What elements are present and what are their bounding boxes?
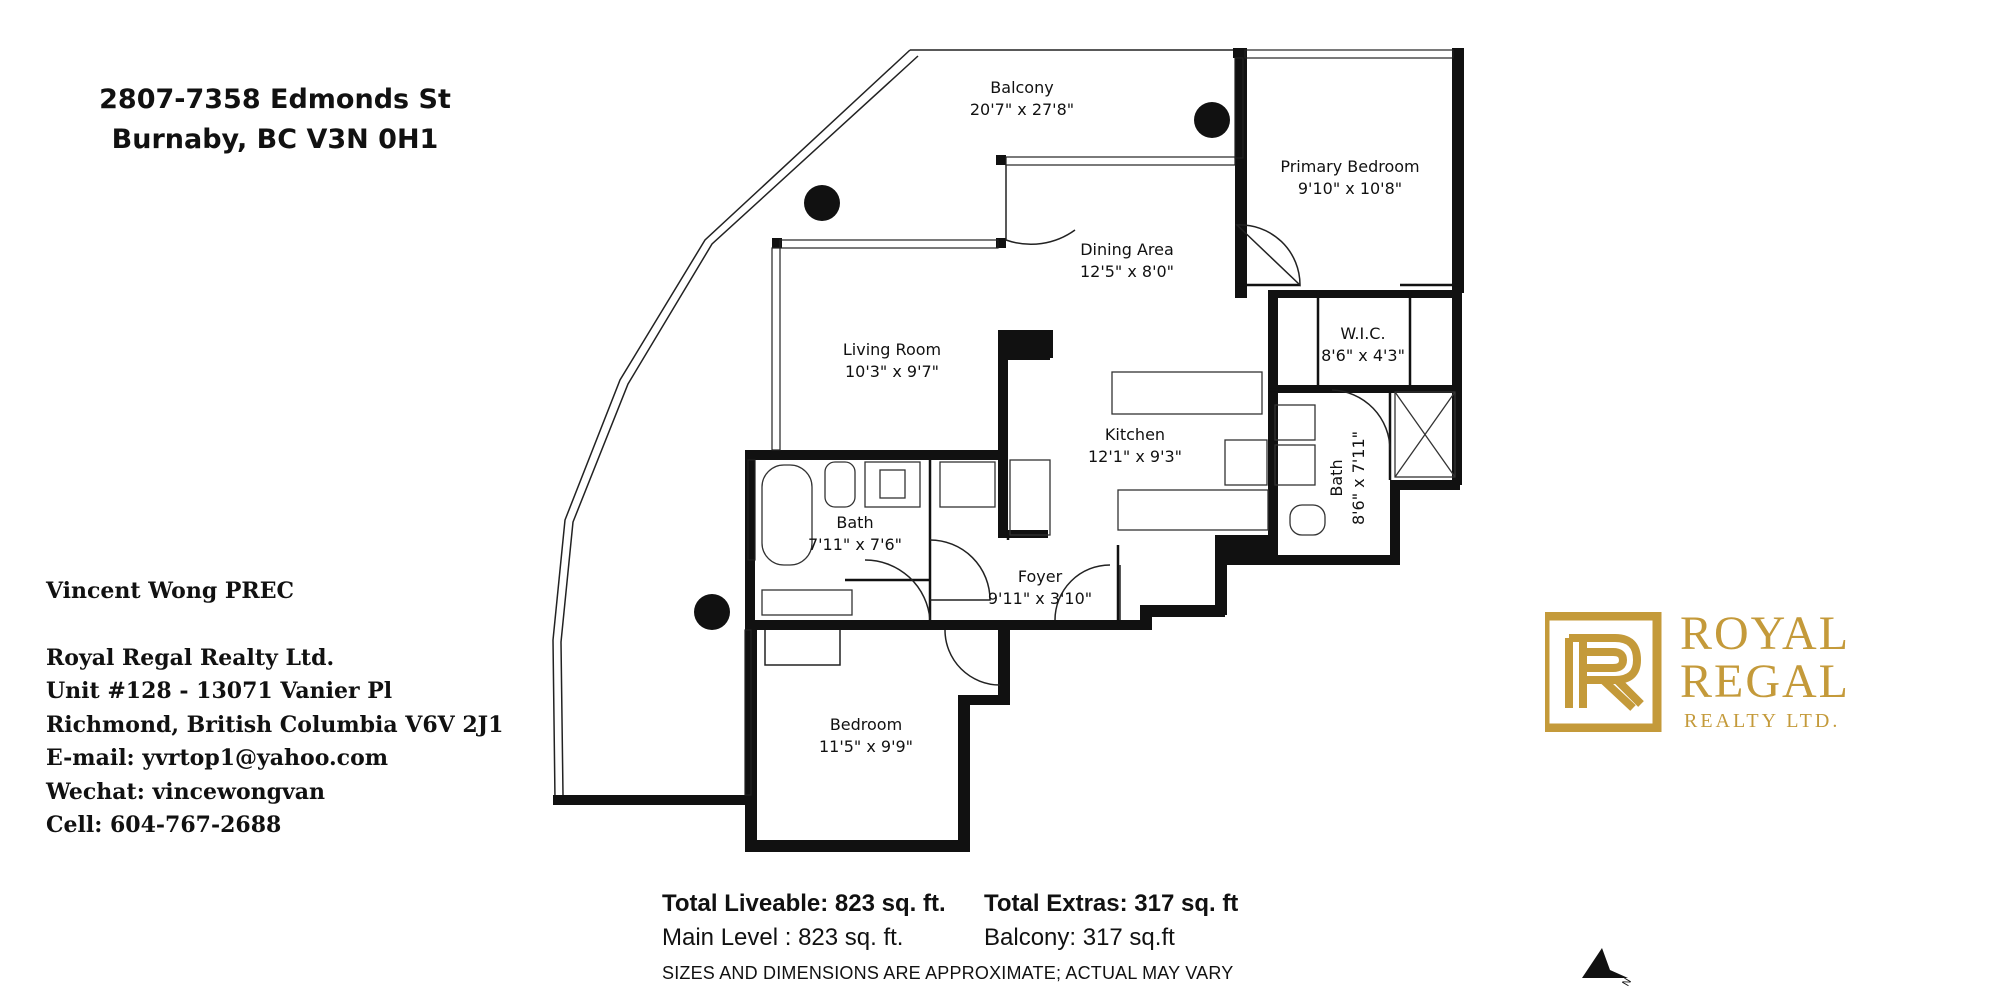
size-bath-2: 8'6" x 7'11" xyxy=(1349,431,1368,525)
address-line-2: Burnaby, BC V3N 0H1 xyxy=(111,124,439,155)
royal-regal-logo-icon xyxy=(1545,612,1662,732)
agent-name: Vincent Wong PREC xyxy=(46,578,294,604)
size-living: 10'3" x 9'7" xyxy=(845,362,939,381)
size-primary-bedroom: 9'10" x 10'8" xyxy=(1298,179,1402,198)
agent-city: Richmond, British Columbia V6V 2J1 xyxy=(46,711,504,738)
label-dining: Dining Area xyxy=(1080,240,1174,259)
logo-line-1: ROYAL xyxy=(1680,607,1851,660)
north-label: N xyxy=(1621,977,1634,989)
label-kitchen: Kitchen xyxy=(1105,425,1165,444)
balcony-posts xyxy=(694,102,1230,630)
label-wic: W.I.C. xyxy=(1340,324,1385,343)
label-foyer: Foyer xyxy=(1018,567,1063,586)
balcony-outline xyxy=(552,49,1240,801)
logo-line-2: REGAL xyxy=(1680,655,1850,708)
size-kitchen: 12'1" x 9'3" xyxy=(1088,447,1182,466)
agent-email: E-mail: yvrtop1@yahoo.com xyxy=(46,745,389,771)
agent-cell: Cell: 604-767-2688 xyxy=(46,812,282,838)
windows xyxy=(744,49,1454,796)
size-foyer: 9'11" x 3'10" xyxy=(988,589,1092,608)
balcony-area: Balcony: 317 sq.ft xyxy=(984,924,1175,951)
size-dining: 12'5" x 8'0" xyxy=(1080,262,1174,281)
size-balcony: 20'7" x 27'8" xyxy=(970,100,1074,119)
total-liveable: Total Liveable: 823 sq. ft. xyxy=(662,890,946,917)
disclaimer: SIZES AND DIMENSIONS ARE APPROXIMATE; AC… xyxy=(662,963,1234,983)
label-bath-2: Bath xyxy=(1327,459,1346,496)
label-primary-bedroom: Primary Bedroom xyxy=(1280,157,1419,176)
label-living: Living Room xyxy=(843,340,941,359)
property-address: 2807-7358 Edmonds St Burnaby, BC V3N 0H1 xyxy=(70,80,480,160)
size-wic: 8'6" x 4'3" xyxy=(1321,346,1405,365)
agent-company: Royal Regal Realty Ltd. xyxy=(46,644,335,671)
agent-wechat: Wechat: vincewongvan xyxy=(46,778,326,805)
agent-info: Vincent Wong PREC Royal Regal Realty Ltd… xyxy=(46,575,503,843)
label-bath-1: Bath xyxy=(836,513,873,532)
north-arrow-icon: N xyxy=(1582,948,1634,989)
label-bedroom: Bedroom xyxy=(830,715,902,734)
total-extras: Total Extras: 317 sq. ft xyxy=(984,890,1239,917)
fixtures xyxy=(761,371,1456,616)
size-bath-1: 7'11" x 7'6" xyxy=(808,535,902,554)
logo-line-3: REALTY LTD. xyxy=(1684,710,1841,732)
address-line-1: 2807-7358 Edmonds St xyxy=(99,84,451,115)
logo-wordmark: ROYAL REGAL REALTY LTD. xyxy=(1680,610,1850,736)
size-bedroom: 11'5" x 9'9" xyxy=(819,737,913,756)
label-balcony: Balcony xyxy=(990,78,1053,97)
column xyxy=(1005,332,1050,360)
main-level-area: Main Level : 823 sq. ft. xyxy=(662,924,904,951)
agent-unit: Unit #128 - 13071 Vanier Pl xyxy=(46,678,393,704)
exterior-walls xyxy=(745,48,1464,852)
area-totals: Total Liveable: 823 sq. ft. Total Extras… xyxy=(662,887,1238,984)
door-swings xyxy=(764,165,1391,686)
